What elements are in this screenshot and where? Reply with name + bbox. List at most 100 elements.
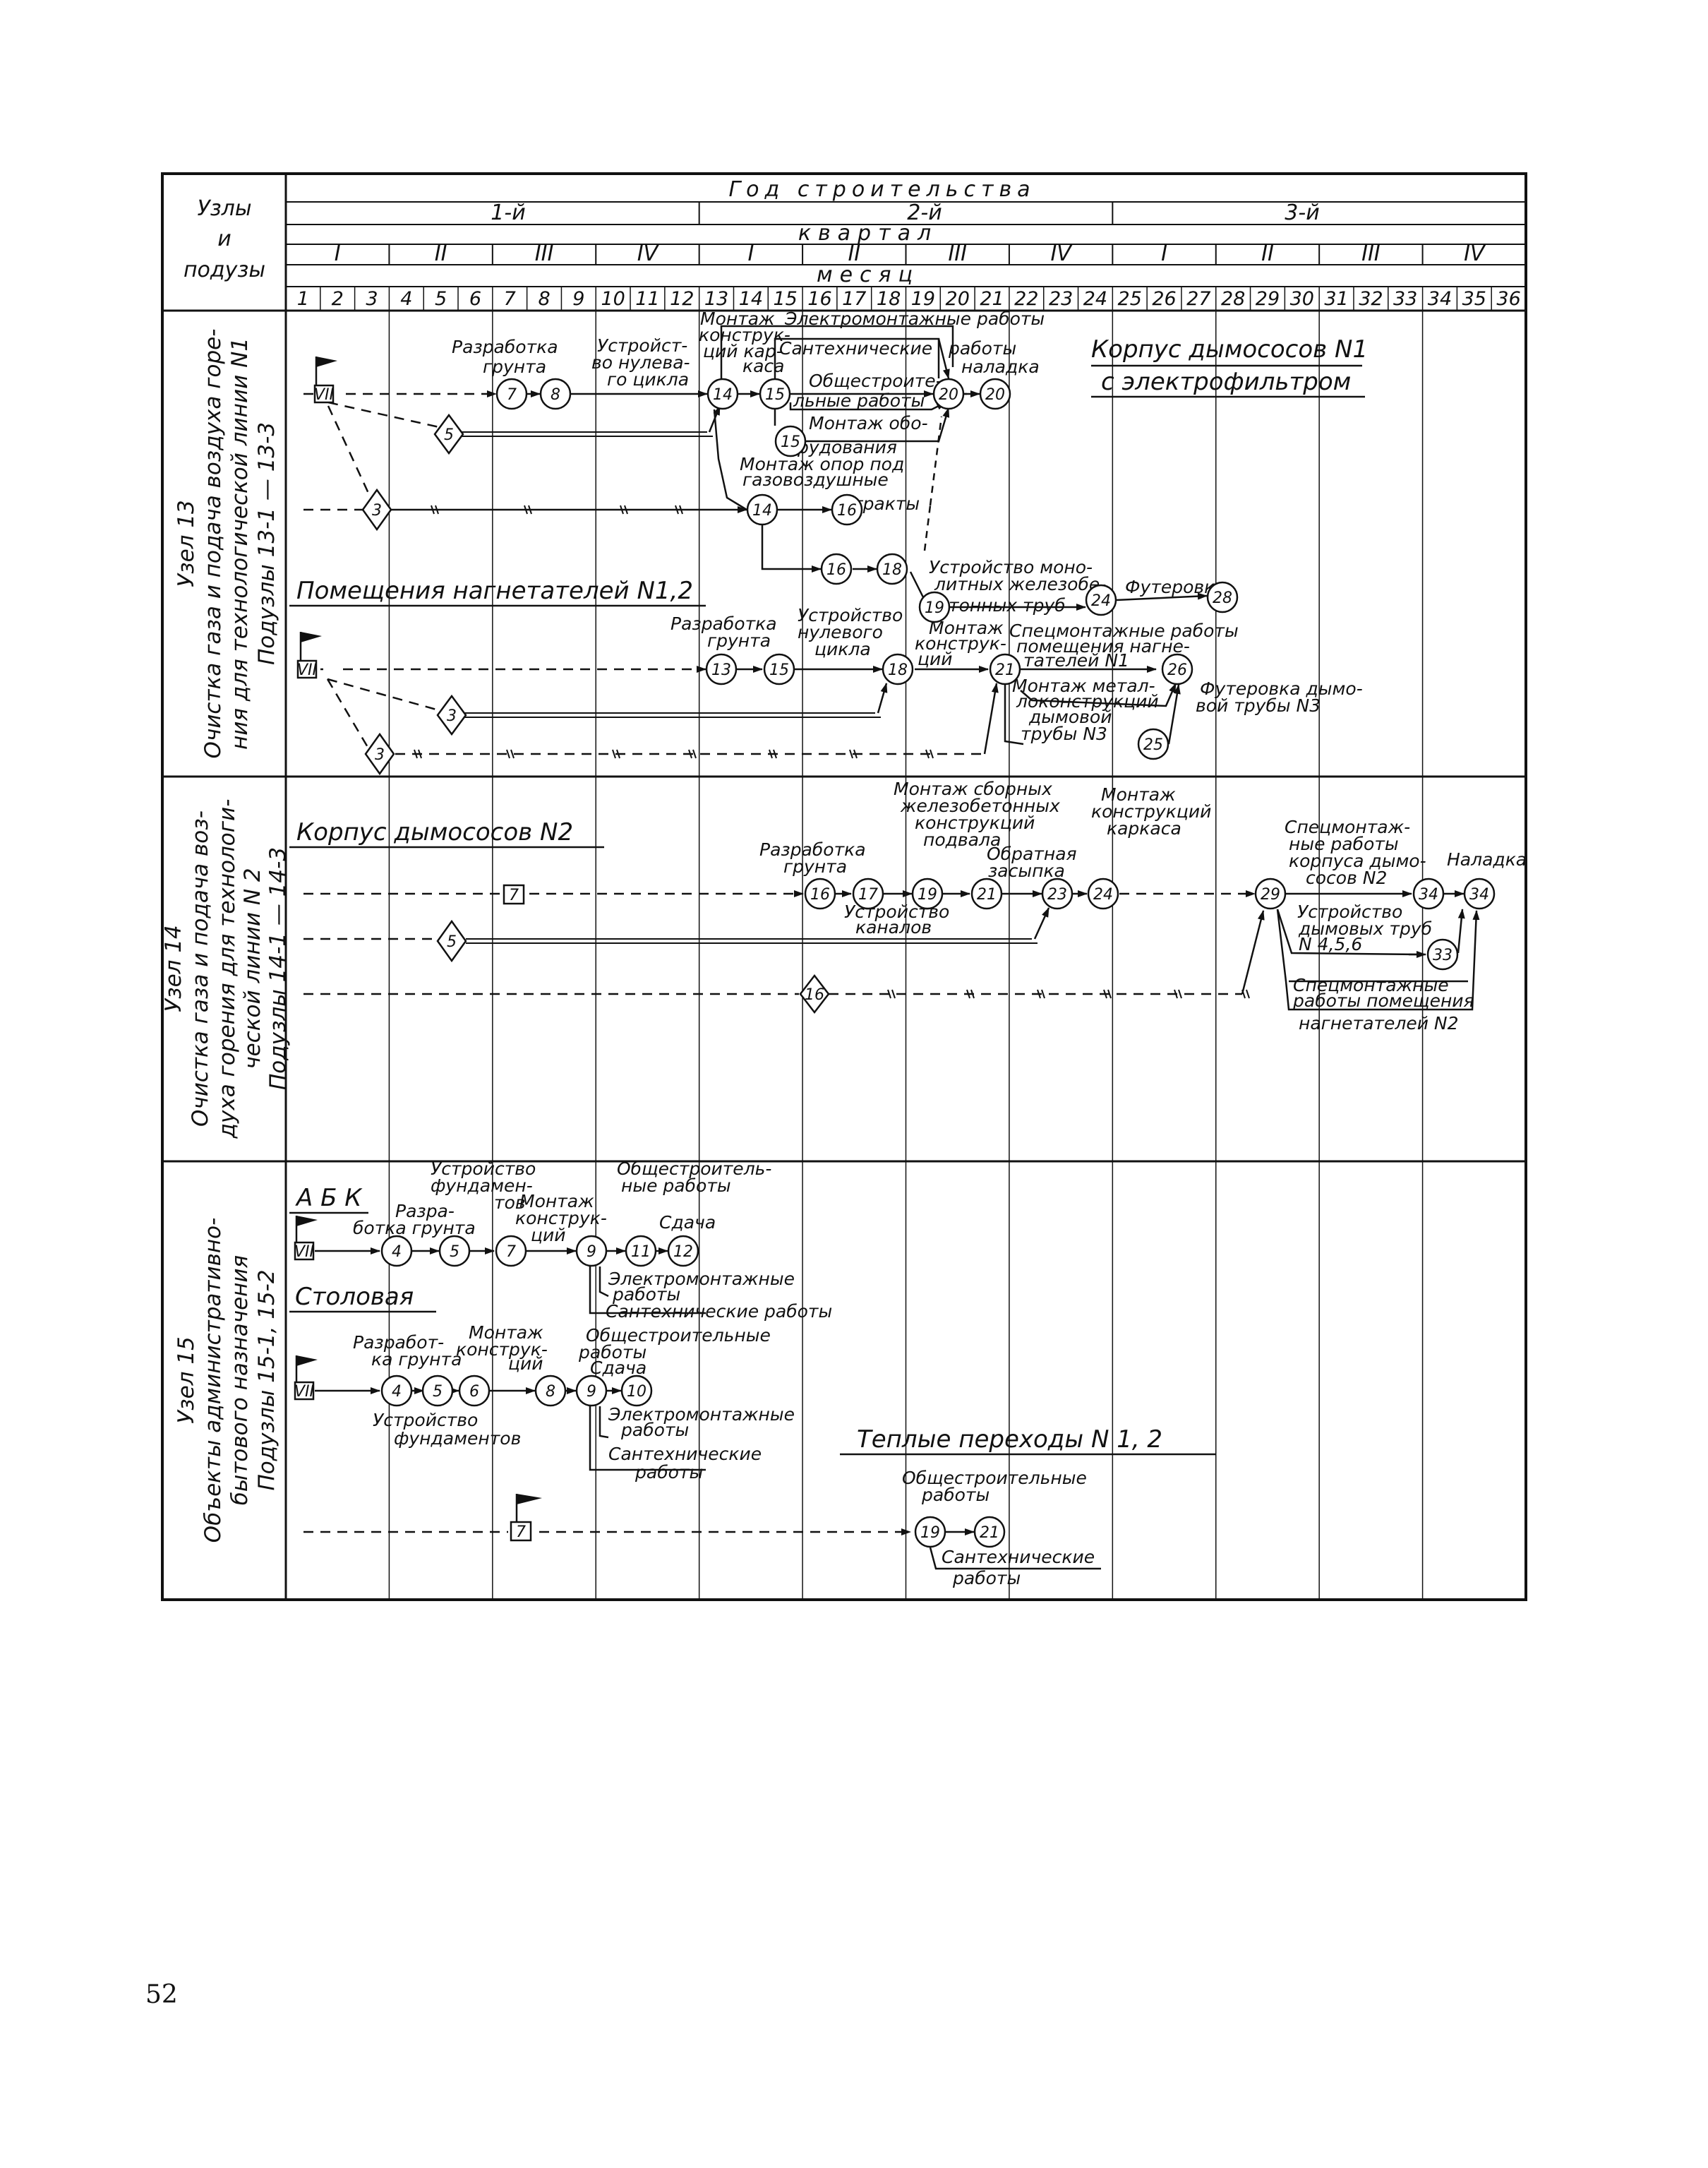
node-n-r13-19: 19	[918, 591, 951, 623]
quarter-label-7: III	[948, 241, 967, 266]
svg-text:5: 5	[450, 1243, 459, 1261]
lbl-r13b-futd-2: вой трубы N3	[1196, 695, 1321, 716]
lbl-r13-obsch-2: льные работы	[793, 390, 925, 411]
row-13b-ticks	[414, 749, 934, 759]
svg-text:4: 4	[392, 1383, 402, 1401]
lbl-r15c-san-1: Сантехнические	[942, 1547, 1095, 1567]
quarter-label-12: IV	[1464, 241, 1486, 266]
lbl-r13-obsch-1: Общестроите-	[809, 371, 942, 391]
lbl-r14-naladka: Наладка	[1447, 849, 1527, 870]
lbl-r15c-obsch-1: Общестроительные	[902, 1468, 1087, 1488]
lbl-r14-dym-1: Устройство	[1297, 902, 1402, 922]
lbl-r15-mont-3: ций	[531, 1225, 566, 1245]
svg-text:9: 9	[587, 1383, 596, 1401]
marker-square-r13b: VII	[296, 632, 322, 679]
node-n-r15b-6: 6	[458, 1375, 491, 1407]
node-n-r15b-5: 5	[421, 1375, 454, 1407]
lbl-r13-montkar-3: ций кар-	[703, 341, 783, 361]
marker-square-r15b: VII	[294, 1355, 318, 1401]
lbl-r15-razr-2: ботка грунта	[353, 1218, 476, 1238]
node-n-r15c-19: 19	[914, 1516, 946, 1548]
lbl-r15b-mont-3: ций	[508, 1353, 543, 1374]
lbl-r14-dym-2: дымовых труб	[1298, 918, 1432, 939]
svg-text:25: 25	[1143, 736, 1163, 754]
month-label-27: 27	[1186, 288, 1210, 310]
lbl-r13b-metal-1: Монтаж метал-	[1012, 676, 1155, 696]
svg-text:духа горения для технологи-: духа горения для технологи-	[215, 799, 240, 1139]
lbl-r13-elmont: Электромонтажные работы	[784, 309, 1045, 329]
month-label-12: 12	[670, 288, 694, 310]
month-label-14: 14	[739, 288, 763, 310]
svg-text:29: 29	[1261, 886, 1280, 904]
month-label-33: 33	[1393, 288, 1417, 310]
svg-text:21: 21	[980, 1524, 999, 1542]
month-label-23: 23	[1049, 288, 1073, 310]
node-n-r13b-21: 21	[989, 653, 1021, 685]
col-title-1: Узлы	[197, 196, 251, 221]
quarter-label-8: IV	[1050, 241, 1073, 266]
node-n-r13-16a: 16	[831, 493, 863, 526]
row-label-15: Узел 15 Объекты административно- бытовог…	[174, 1218, 279, 1543]
node-n-r13b-25: 25	[1137, 728, 1169, 760]
row-13-ticks	[431, 505, 683, 515]
lbl-r14-spec-3: корпуса дымо-	[1289, 851, 1426, 871]
node-n-r14-19: 19	[911, 878, 944, 910]
lbl-r13b-nul-2: нулевого	[798, 622, 883, 642]
svg-text:ческой линии N 2: ческой линии N 2	[240, 868, 265, 1069]
svg-text:VII: VII	[294, 1383, 314, 1401]
lbl-r14-dym-3: N 4,5,6	[1299, 934, 1362, 954]
svg-text:3: 3	[372, 502, 382, 520]
node-n-r13-28: 28	[1206, 581, 1239, 613]
lbl-r13b-specm-3: тателей N1	[1023, 650, 1129, 671]
lbl-r14-specn-2: работы помещения	[1292, 990, 1474, 1011]
month-label-17: 17	[842, 288, 866, 310]
node-n-r14-34a: 34	[1412, 878, 1445, 910]
month-label-5: 5	[435, 288, 447, 310]
svg-text:20: 20	[985, 386, 1005, 404]
lbl-r13-montkar-4: каса	[742, 356, 785, 376]
svg-text:Объекты административно-: Объекты административно-	[200, 1218, 226, 1543]
col-title-2: и	[217, 227, 231, 251]
node-n-r13-16b: 16	[820, 553, 853, 585]
lbl-r15-obsch-2: ные работы	[621, 1175, 731, 1196]
svg-text:21: 21	[977, 886, 997, 904]
node-n-r15-5: 5	[438, 1235, 471, 1267]
svg-text:ния для технологической линии: ния для технологической линии N1	[227, 337, 253, 750]
node-n-r14-21: 21	[970, 878, 1003, 910]
marker-square-r15a: VII	[294, 1216, 318, 1261]
node-n-r13-18: 18	[876, 553, 908, 585]
node-n-r13b-26: 26	[1161, 653, 1193, 685]
svg-text:бытового назначения: бытового назначения	[227, 1255, 253, 1505]
node-n-r13b-13: 13	[705, 653, 738, 685]
lbl-r15b-mont-2: конструк-	[456, 1339, 548, 1360]
svg-text:34: 34	[1419, 886, 1438, 904]
svg-text:3: 3	[375, 746, 385, 764]
svg-text:7: 7	[507, 386, 517, 404]
node-n-r13b-18: 18	[882, 653, 914, 685]
lbl-r14-obr-1: Обратная	[987, 844, 1077, 864]
node-n-r13-24: 24	[1085, 584, 1117, 616]
lbl-r13-opor-1: Монтаж опор под	[740, 454, 904, 474]
lbl-r15b-el-2: работы	[620, 1420, 689, 1440]
marker-diamond-r13a1: 5	[433, 413, 464, 455]
svg-text:3: 3	[447, 707, 457, 725]
node-n-r14-24: 24	[1087, 878, 1119, 910]
month-label-4: 4	[400, 288, 412, 310]
title-stolovaya: Столовая	[295, 1283, 414, 1311]
svg-text:8: 8	[546, 1383, 555, 1401]
node-n-r14-29: 29	[1254, 878, 1287, 910]
svg-text:VII: VII	[314, 386, 334, 404]
svg-text:17: 17	[858, 886, 878, 904]
node-n-r13-7: 7	[495, 378, 528, 410]
lbl-r13-opor-3: тракты	[853, 493, 920, 514]
lbl-r13-nul-1: Устройст-	[597, 335, 687, 356]
month-label-36: 36	[1496, 288, 1520, 310]
svg-text:15: 15	[765, 386, 785, 404]
quarter-separators	[388, 244, 1424, 265]
lbl-r15b-fund-1: Устройство	[373, 1410, 478, 1430]
svg-text:15: 15	[769, 661, 789, 679]
node-n-r13b-15: 15	[763, 653, 795, 685]
node-n-r14-23: 23	[1041, 878, 1073, 910]
